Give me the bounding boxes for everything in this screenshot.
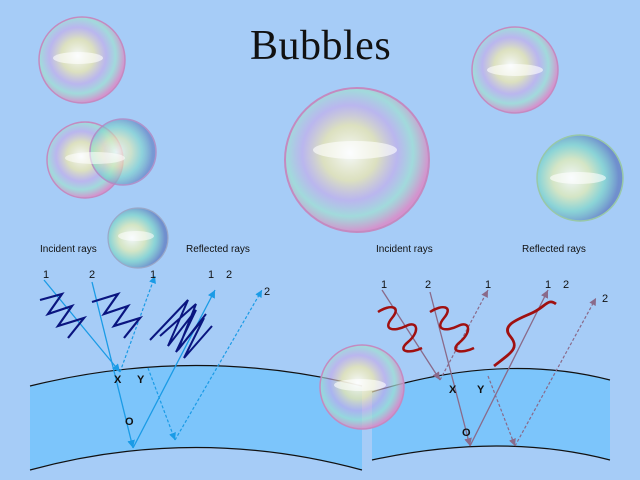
- left-point-y: Y: [137, 374, 145, 386]
- bubble-pair: [46, 118, 157, 199]
- page-title: Bubbles: [250, 23, 392, 69]
- bubble-bottom-right: [319, 344, 405, 430]
- right-incident-wave-1: [377, 305, 423, 353]
- right-ray-number: 2: [602, 293, 609, 305]
- bubble-large-center: [284, 87, 430, 233]
- right-ray-number: 2: [425, 279, 432, 291]
- left-incident-label: Incident rays: [40, 244, 97, 255]
- right-ray-number: 1: [381, 279, 388, 291]
- right-incident-label: Incident rays: [376, 244, 433, 255]
- left-point-x: X: [114, 374, 122, 386]
- right-ray-number: 1: [545, 279, 552, 291]
- bubble-right: [536, 134, 624, 222]
- left-reflected-waves: [149, 299, 213, 359]
- left-ray-number: 1: [150, 269, 157, 281]
- left-ray-number: 2: [226, 269, 233, 281]
- bubble-top-right: [471, 26, 559, 114]
- left-incident-wave-2: [91, 292, 144, 339]
- right-point-y: Y: [477, 384, 485, 396]
- right-incident-wave-2: [429, 305, 475, 353]
- right-point-x: X: [449, 384, 457, 396]
- left-film-diagram: [29, 275, 363, 471]
- left-incident-wave-1: [39, 292, 88, 339]
- left-reflected-label: Reflected rays: [186, 244, 250, 255]
- left-ray-number: 2: [264, 286, 271, 298]
- right-ray-number: 2: [563, 279, 570, 291]
- left-ray-number: 1: [208, 269, 215, 281]
- right-point-o: O: [462, 427, 471, 439]
- right-reflected-wave: [493, 300, 557, 368]
- left-ray-number: 1: [43, 269, 50, 281]
- left-film-layer: [30, 365, 362, 470]
- left-ray-number: 2: [89, 269, 96, 281]
- right-film-layer: [372, 368, 610, 460]
- bubble-small-left: [107, 207, 169, 269]
- left-point-o: O: [125, 416, 134, 428]
- right-reflected-label: Reflected rays: [522, 244, 586, 255]
- right-film-diagram: [371, 289, 611, 461]
- right-ray-number: 1: [485, 279, 492, 291]
- bubble-top-left: [38, 16, 126, 104]
